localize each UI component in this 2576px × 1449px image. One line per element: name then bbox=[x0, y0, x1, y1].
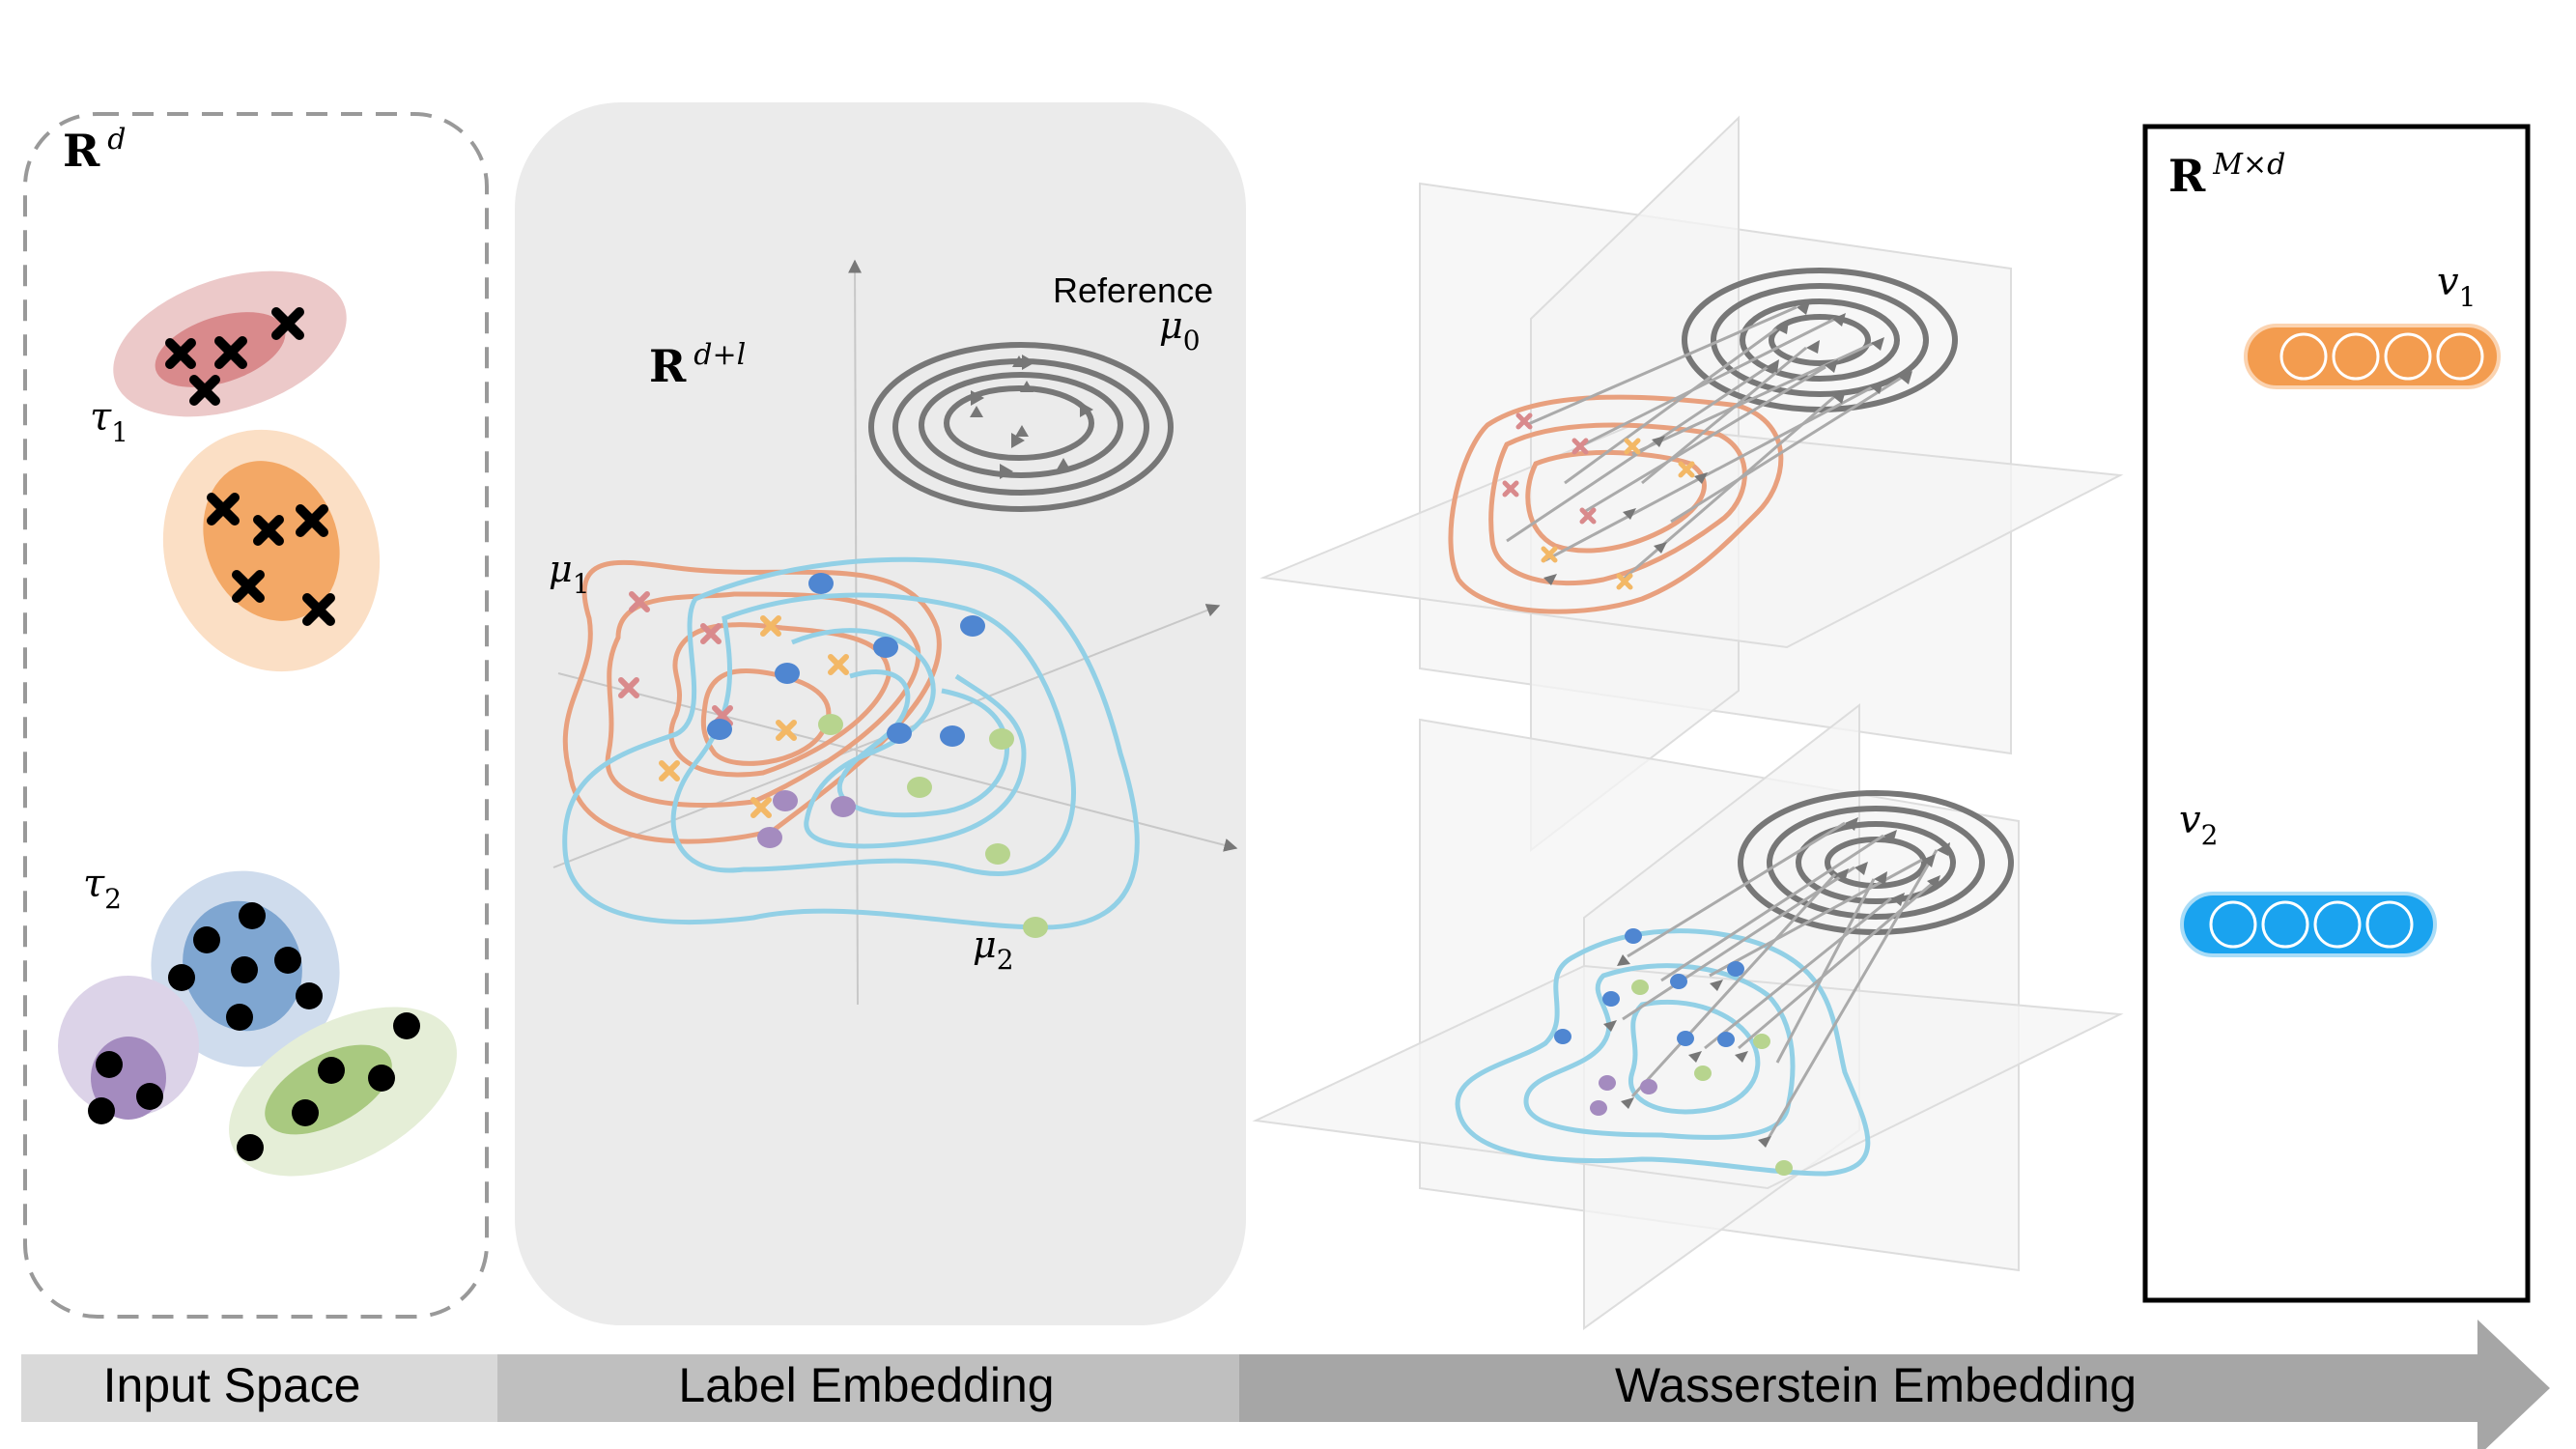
upper-cross-points bbox=[1502, 412, 1695, 590]
task1-red-cluster bbox=[113, 270, 347, 417]
mu1-label: μ1 bbox=[549, 548, 590, 600]
stage-label-bar bbox=[497, 1354, 1239, 1422]
v2-label: v2 bbox=[2179, 798, 2218, 851]
upper-reference-rings bbox=[1682, 268, 1958, 412]
task1-label: τ1 bbox=[90, 395, 128, 448]
task2-purple-cluster bbox=[58, 976, 199, 1120]
task2-dot-points bbox=[88, 902, 420, 1161]
stage-wasserstein-arrow bbox=[1239, 1320, 2550, 1449]
output-panel-border bbox=[2142, 124, 2531, 1303]
lower-transport-heads bbox=[1603, 817, 1950, 1148]
reference-arrows bbox=[970, 355, 1093, 479]
task1-cross-points bbox=[165, 307, 335, 626]
task1-orange-cluster bbox=[162, 429, 381, 672]
v1-vector bbox=[2244, 324, 2501, 389]
wasserstein-section bbox=[1252, 115, 2124, 1330]
mu0-label: μ0 bbox=[1159, 304, 1201, 356]
mu2-label: μ2 bbox=[973, 923, 1014, 976]
upper-transport-heads bbox=[1543, 301, 1912, 585]
mu2-dot-points bbox=[707, 573, 1048, 938]
lower-planes bbox=[1252, 702, 2124, 1330]
reference-label: Reference bbox=[1053, 270, 1213, 310]
stage-label-text: Label Embedding bbox=[678, 1358, 1054, 1412]
input-panel-border bbox=[23, 112, 489, 1319]
mu1-cross-points bbox=[618, 591, 849, 818]
lower-dot-points bbox=[1554, 928, 1793, 1176]
pipeline-arrow: Input Space Label Embedding Wasserstein … bbox=[21, 1320, 2550, 1449]
stage-input-bar bbox=[21, 1354, 497, 1422]
lower-transport-arrows bbox=[1622, 821, 1939, 1141]
v1-label: v1 bbox=[2437, 260, 2476, 313]
stage-wasserstein-text: Wasserstein Embedding bbox=[1615, 1358, 2137, 1412]
lower-mu2-contours bbox=[1455, 928, 1871, 1177]
label-panel-background bbox=[515, 102, 1246, 1325]
task2-label: τ2 bbox=[83, 862, 122, 915]
stage-input-text: Input Space bbox=[103, 1358, 361, 1412]
v2-vector bbox=[2180, 892, 2437, 957]
